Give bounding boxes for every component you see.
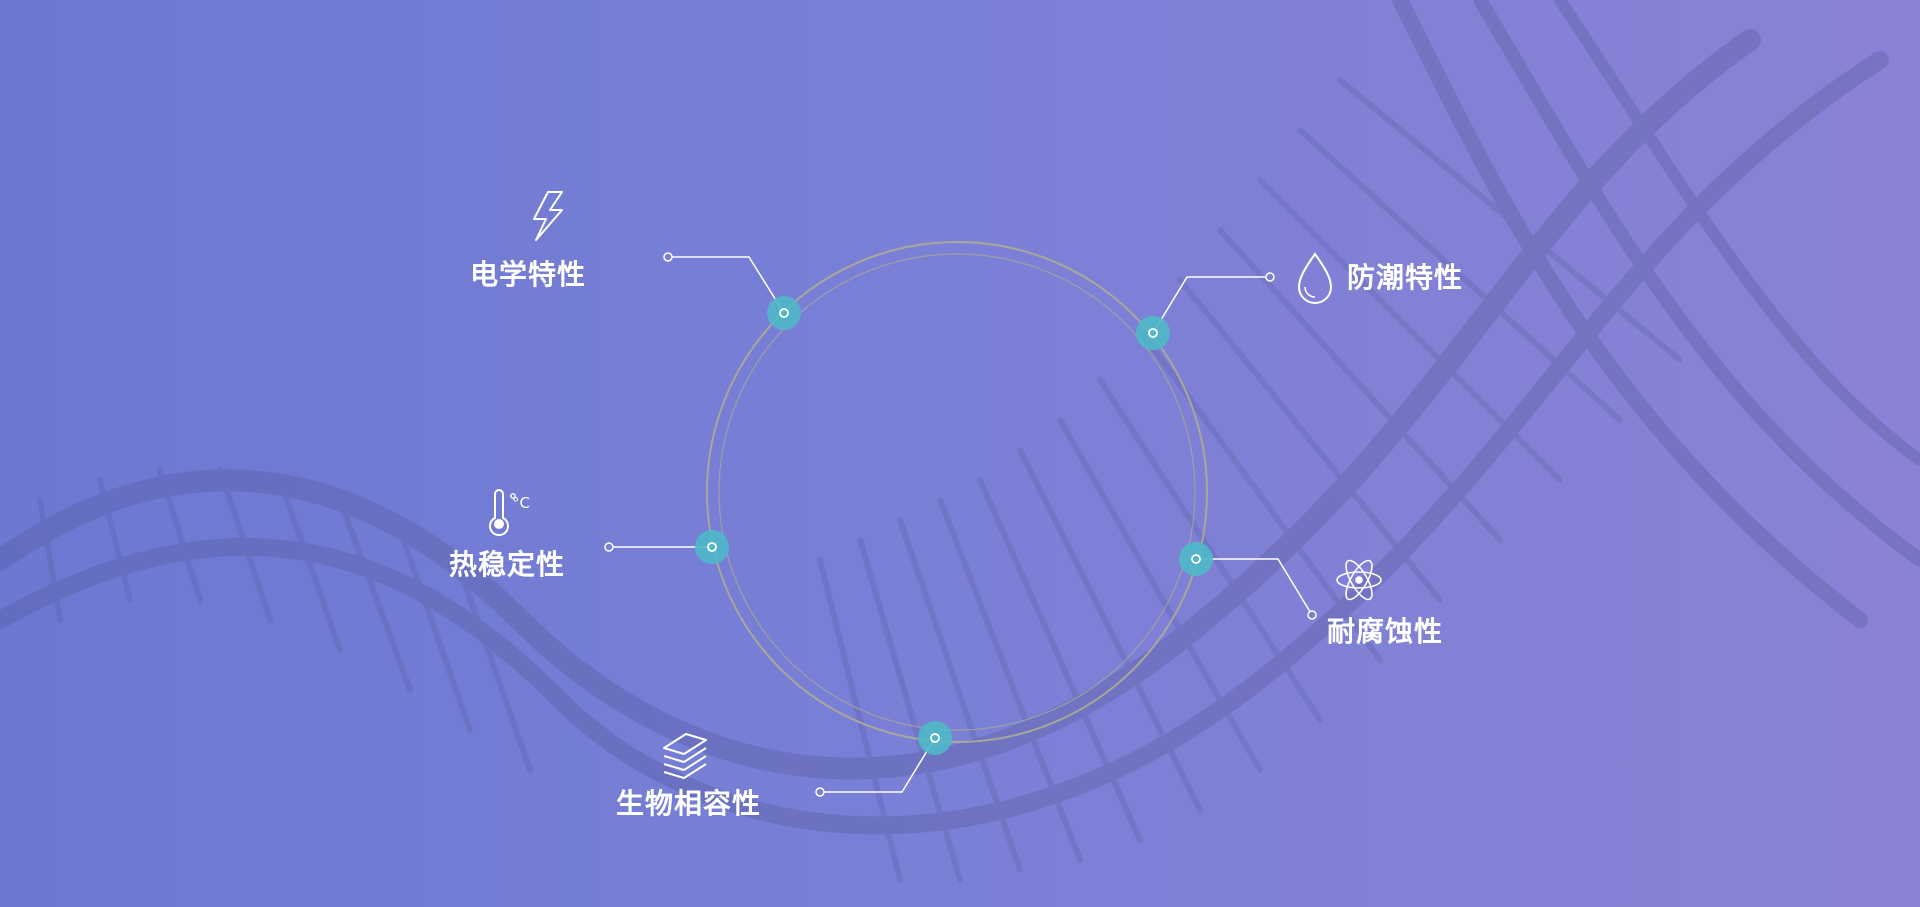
water-drop-icon — [1297, 252, 1333, 304]
feature-label-moisture: 防潮特性 — [1347, 261, 1464, 294]
node-moisture — [1136, 316, 1170, 350]
connector-end-dots — [604, 252, 1317, 797]
dna-helix-background — [0, 0, 1920, 883]
node-electrical — [767, 296, 801, 330]
feature-label-electrical: 电学特性 — [470, 258, 587, 291]
feature-label-corrosion: 耐腐蚀性 — [1327, 615, 1444, 648]
lightning-bolt-icon — [533, 191, 563, 241]
thermometer-celsius-icon — [489, 489, 516, 537]
celsius-symbol: °C — [512, 494, 530, 512]
feature-label-biocompat: 生物相容性 — [616, 787, 762, 820]
feature-label-thermal: 热稳定性 — [449, 548, 566, 581]
connectors — [609, 256, 1313, 793]
layers-stack-icon — [663, 733, 707, 779]
connector-corrosion — [1196, 558, 1313, 616]
node-biocompat — [918, 721, 952, 755]
node-corrosion — [1179, 542, 1213, 576]
central-ring — [706, 241, 1208, 743]
connector-biocompat — [820, 737, 936, 793]
atom-icon — [1336, 559, 1382, 601]
node-thermal — [695, 530, 729, 564]
connector-moisture — [1152, 276, 1270, 334]
connector-electrical — [668, 256, 785, 314]
nodes — [695, 296, 1213, 755]
